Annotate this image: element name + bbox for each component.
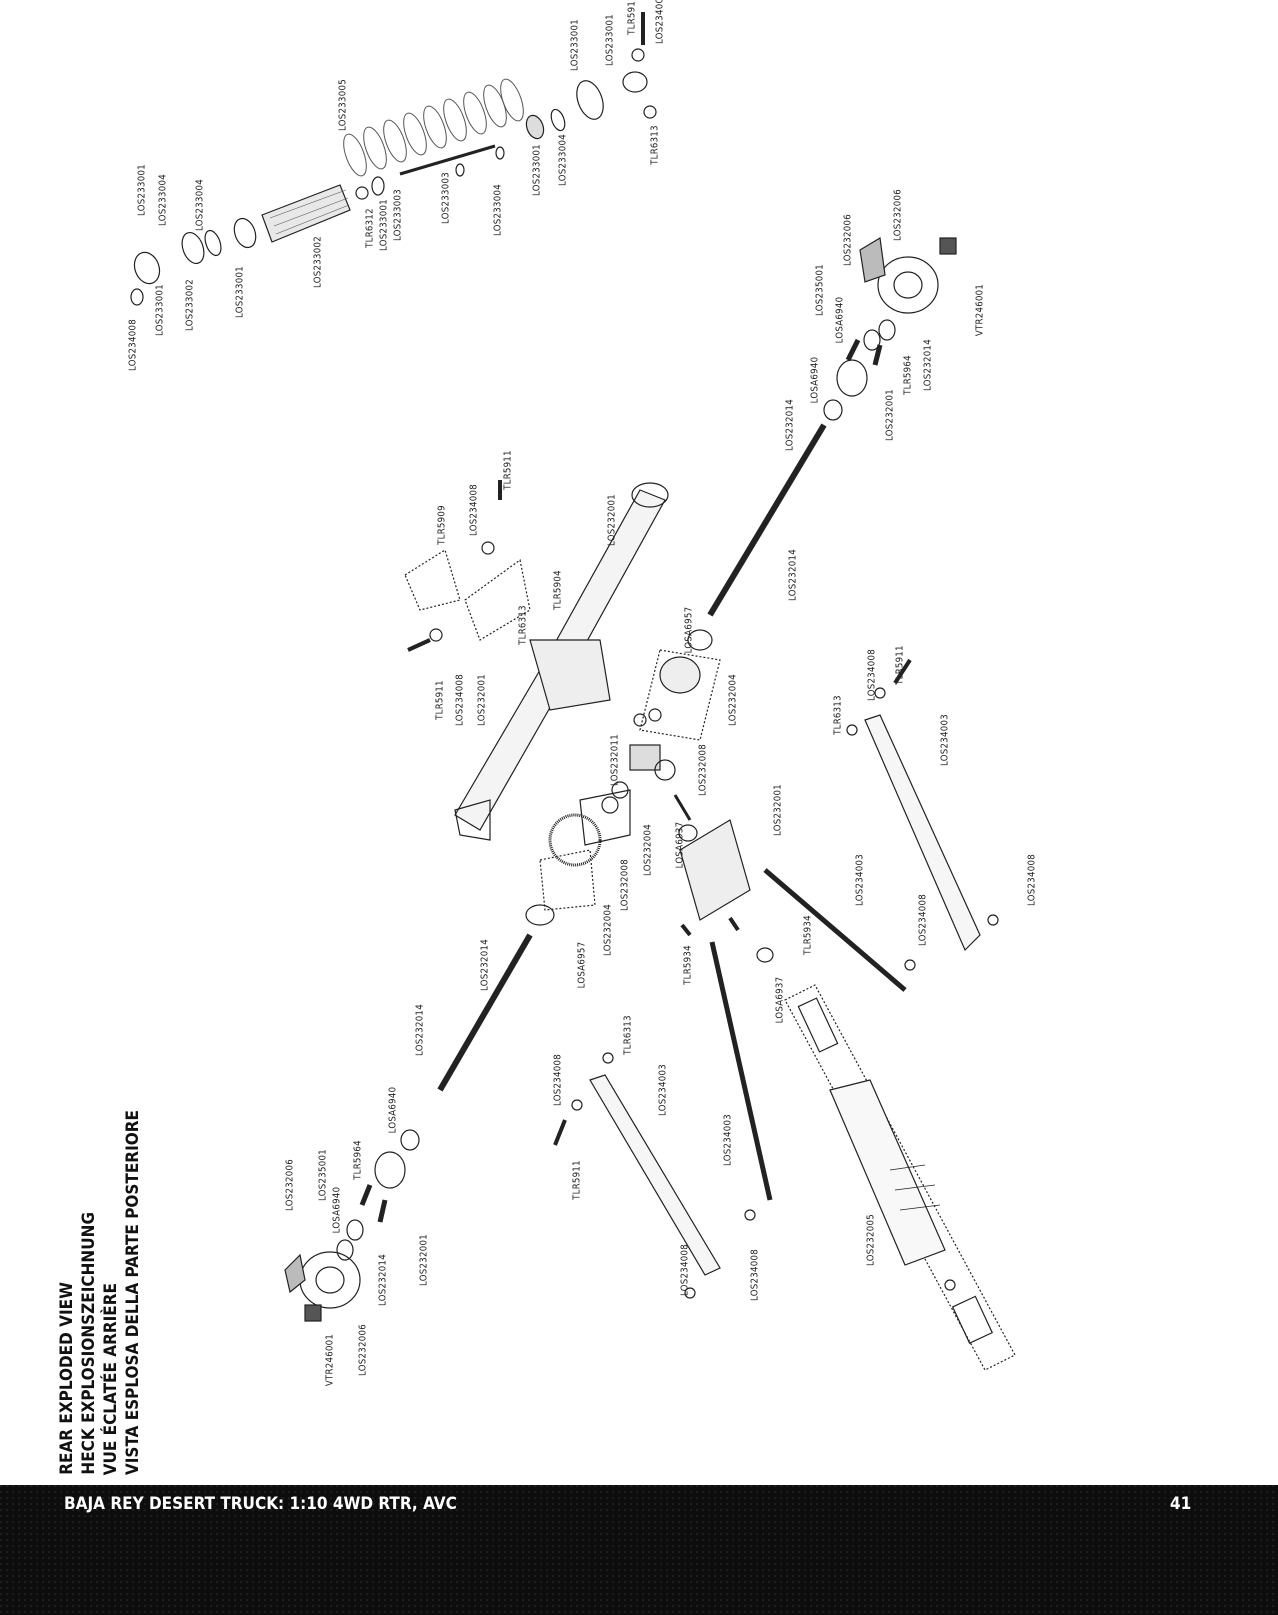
part-label: LOSA6937 <box>674 821 686 869</box>
part-label: LOS233004 <box>194 179 206 231</box>
part-label: LOS232014 <box>414 1004 426 1056</box>
part-label: TLR5911 <box>434 680 446 720</box>
part-label: LOS232006 <box>842 214 854 266</box>
part-label: LOS233003 <box>392 189 404 241</box>
part-label: LOS232014 <box>377 1254 389 1306</box>
part-label: TLR5911 <box>894 645 906 685</box>
part-label: TLR5964 <box>352 1140 364 1180</box>
part-label: LOSA6940 <box>387 1086 399 1134</box>
axle-housing <box>404 480 669 841</box>
part-label: LOSA6957 <box>576 941 588 989</box>
part-label: LOSA6957 <box>683 606 695 654</box>
part-label: VTR246001 <box>324 1333 336 1387</box>
part-label: TLR5964 <box>902 355 914 395</box>
part-label: LOS234003 <box>657 1064 669 1116</box>
part-label: LOS232001 <box>476 674 488 726</box>
part-label: LOS232014 <box>787 549 799 601</box>
part-label: LOS232004 <box>602 904 614 956</box>
left-hub-assembly <box>284 1129 420 1322</box>
part-label: TLR5904 <box>552 570 564 610</box>
differential <box>437 629 774 1092</box>
footer-title: BAJA REY DESERT TRUCK: 1:10 4WD RTR, AVC <box>64 1494 457 1514</box>
part-label: LOS232001 <box>772 784 784 836</box>
part-label: LOSA6940 <box>809 356 821 404</box>
footer-bar: BAJA REY DESERT TRUCK: 1:10 4WD RTR, AVC… <box>0 1485 1278 1615</box>
part-label: LOS234008 <box>1026 854 1038 906</box>
part-label: LOS234008 <box>866 649 878 701</box>
part-label: LOS234008 <box>468 484 480 536</box>
part-label: TLR6313 <box>622 1015 634 1055</box>
part-label: LOS232006 <box>284 1159 296 1211</box>
part-label: TLR5934 <box>802 915 814 955</box>
title-german: HECK EXPLOSIONSZEICHNUNG <box>79 1212 99 1475</box>
part-label: LOS233001 <box>569 19 581 71</box>
part-label: LOS232006 <box>357 1324 369 1376</box>
part-label: LOS232004 <box>642 824 654 876</box>
part-label: LOS233001 <box>378 199 390 251</box>
part-label: LOS232014 <box>784 399 796 451</box>
part-label: TLR5934 <box>682 945 694 985</box>
part-label: LOS234008 <box>654 0 666 44</box>
parts-drawing <box>130 12 1016 1371</box>
part-label: LOS232001 <box>884 389 896 441</box>
title-english: REAR EXPLODED VIEW <box>57 1282 77 1475</box>
part-label: TLR5911 <box>571 1160 583 1200</box>
part-label: LOS234008 <box>917 894 929 946</box>
title-french: VUE ÉCLATÉE ARRIÈRE <box>101 1282 121 1475</box>
part-label: TLR6313 <box>832 695 844 735</box>
part-label: LOS234008 <box>749 1249 761 1301</box>
part-label: LOS234003 <box>939 714 951 766</box>
part-label: TLR5911 <box>626 0 638 35</box>
part-label: LOS234008 <box>679 1244 691 1296</box>
right-hub-assembly <box>707 237 957 617</box>
part-label: VTR246001 <box>974 283 986 337</box>
part-label: LOS233001 <box>136 164 148 216</box>
part-label: LOS235001 <box>814 264 826 316</box>
part-label: LOS233004 <box>492 184 504 236</box>
part-label: LOS232008 <box>619 859 631 911</box>
part-label: LOS232014 <box>922 339 934 391</box>
title-italian: VISTA ESPLOSA DELLA PARTE POSTERIORE <box>123 1109 143 1475</box>
part-label: TLR6313 <box>649 125 661 165</box>
part-label: LOS234008 <box>552 1054 564 1106</box>
part-label: LOS232011 <box>609 734 621 786</box>
part-label: TLR6313 <box>517 605 529 645</box>
part-label: LOS234008 <box>127 319 139 371</box>
part-label: LOS232008 <box>697 744 709 796</box>
part-label: LOS233001 <box>154 284 166 336</box>
part-label: LOS234003 <box>722 1114 734 1166</box>
part-label: LOS234003 <box>854 854 866 906</box>
part-label: LOS233001 <box>531 144 543 196</box>
part-label: LOS232001 <box>418 1234 430 1286</box>
part-label: TLR5909 <box>436 505 448 545</box>
part-label: LOS232014 <box>479 939 491 991</box>
part-label: LOS235001 <box>317 1149 329 1201</box>
part-label: LOS233004 <box>157 174 169 226</box>
part-label: LOS233001 <box>604 14 616 66</box>
page-title: REAR EXPLODED VIEW HECK EXPLOSIONSZEICHN… <box>56 1095 166 1475</box>
part-label: LOSA6940 <box>331 1186 343 1234</box>
shock-assembly <box>130 12 657 306</box>
part-label: LOSA6937 <box>774 976 786 1024</box>
part-label: LOS232001 <box>606 494 618 546</box>
part-label: LOS233002 <box>312 236 324 288</box>
suspension-arms <box>553 658 999 1299</box>
driveshaft <box>784 984 1016 1371</box>
page-number: 41 <box>1170 1494 1192 1514</box>
part-label: LOSA6940 <box>834 296 846 344</box>
part-label: LOS232005 <box>865 1214 877 1266</box>
part-label: LOS233002 <box>184 279 196 331</box>
part-label: TLR5911 <box>502 450 514 490</box>
part-label: LOS233001 <box>234 266 246 318</box>
part-label: LOS233004 <box>557 134 569 186</box>
part-label: LOS232006 <box>892 189 904 241</box>
part-label: LOS233005 <box>337 79 349 131</box>
part-label: LOS234008 <box>454 674 466 726</box>
part-label: LOS233003 <box>440 172 452 224</box>
part-label: LOS232004 <box>727 674 739 726</box>
part-label: TLR6312 <box>364 208 376 248</box>
